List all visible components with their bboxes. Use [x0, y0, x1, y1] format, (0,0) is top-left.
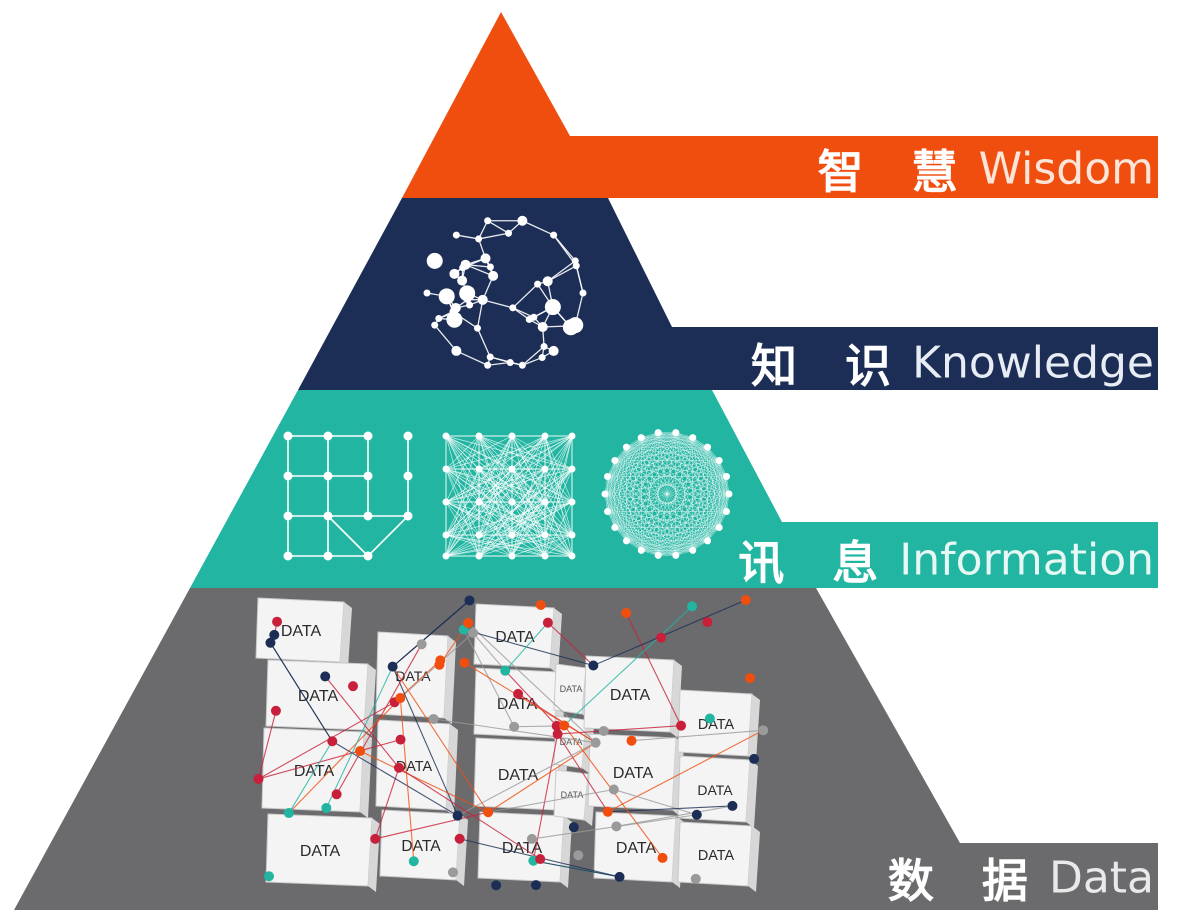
data-cube: DATA [376, 720, 458, 816]
wisdom-label: 智 慧 Wisdom [817, 136, 1154, 202]
data-label-en: Data [1049, 853, 1154, 904]
data-cube: DATA [474, 668, 566, 744]
data-cube: DATA [266, 814, 380, 892]
data-cube-label: DATA [610, 687, 651, 704]
knowledge-label-en: Knowledge [912, 338, 1154, 389]
wisdom-label-en: Wisdom [979, 144, 1154, 195]
data-cube: DATA [474, 738, 568, 816]
wisdom-label-cn: 智 慧 [817, 145, 973, 199]
data-cube: DATA [678, 822, 760, 892]
data-cube-label: DATA [698, 717, 735, 733]
data-cube-label: DATA [300, 843, 341, 860]
knowledge-label: 知 识 Knowledge [751, 330, 1154, 396]
information-label-en: Information [899, 535, 1154, 586]
information-label-cn: 讯 息 [738, 536, 894, 590]
data-cube-label: DATA [616, 840, 657, 857]
data-cube: DATA [478, 812, 572, 888]
data-cube: DATA [678, 756, 758, 828]
data-cube-label: DATA [401, 838, 441, 855]
data-label: 数 据 Data [888, 845, 1154, 911]
data-cube-label: DATA [498, 767, 539, 784]
data-cube-label: DATA [613, 765, 654, 782]
data-cube: DATA [678, 690, 760, 762]
data-cube-label: DATA [281, 623, 322, 640]
data-cube: DATA [266, 660, 376, 736]
information-label: 讯 息 Information [738, 527, 1154, 593]
knowledge-label-cn: 知 识 [751, 339, 907, 393]
data-cube-label: DATA [697, 782, 733, 798]
data-cube-label: DATA [560, 684, 583, 694]
data-cube: DATA [474, 604, 562, 674]
data-cube-label: DATA [698, 848, 735, 864]
data-label-cn: 数 据 [888, 854, 1044, 908]
